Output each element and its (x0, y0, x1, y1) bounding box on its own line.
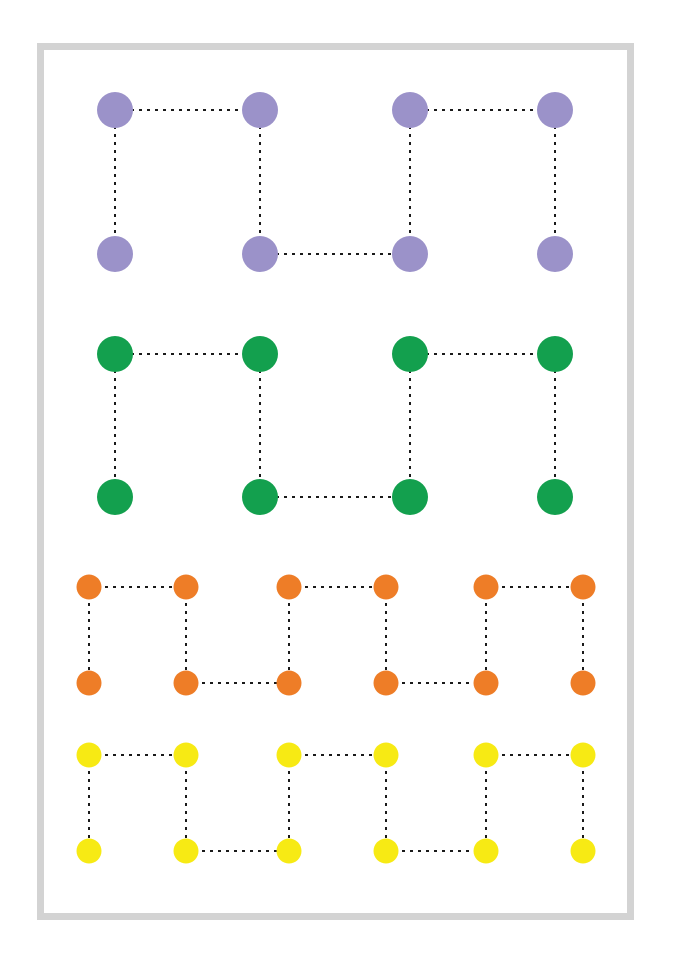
dot-yellow (473, 742, 499, 768)
dot-yellow (473, 838, 499, 864)
dot-green (537, 479, 573, 515)
dot-green (392, 479, 428, 515)
page-frame (37, 43, 634, 920)
dotted-path-purple (114, 109, 556, 255)
dotted-path-green (114, 353, 556, 498)
dotted-path-yellow (88, 754, 584, 852)
dot-orange (76, 574, 102, 600)
dotted-path-orange (88, 586, 584, 684)
dot-orange (570, 574, 596, 600)
dots-green (97, 336, 573, 515)
dot-orange (473, 574, 499, 600)
dot-green (242, 336, 278, 372)
dots-orange (76, 574, 596, 696)
dot-yellow (276, 742, 302, 768)
dot-row-purple (97, 92, 573, 272)
dot-green (392, 336, 428, 372)
dot-orange (276, 574, 302, 600)
dot-purple (392, 92, 428, 128)
dot-orange (473, 670, 499, 696)
dot-row-green (97, 336, 573, 515)
dot-yellow (373, 838, 399, 864)
dots-purple (97, 92, 573, 272)
dot-yellow (173, 742, 199, 768)
dot-orange (173, 574, 199, 600)
dot-yellow (276, 838, 302, 864)
dot-purple (242, 236, 278, 272)
dot-orange (76, 670, 102, 696)
dot-purple (97, 92, 133, 128)
dot-yellow (76, 742, 102, 768)
dot-yellow (570, 838, 596, 864)
dot-green (242, 479, 278, 515)
dot-purple (537, 236, 573, 272)
dot-yellow (373, 742, 399, 768)
dot-orange (276, 670, 302, 696)
dot-rows (76, 92, 596, 864)
dot-orange (373, 670, 399, 696)
dot-orange (570, 670, 596, 696)
dot-orange (373, 574, 399, 600)
dot-purple (392, 236, 428, 272)
dot-green (97, 479, 133, 515)
dot-yellow (173, 838, 199, 864)
dot-yellow (76, 838, 102, 864)
dot-yellow (570, 742, 596, 768)
dot-row-yellow (76, 742, 596, 864)
dot-green (537, 336, 573, 372)
dot-row-orange (76, 574, 596, 696)
dot-purple (537, 92, 573, 128)
dot-orange (173, 670, 199, 696)
dots-yellow (76, 742, 596, 864)
dot-purple (97, 236, 133, 272)
dot-purple (242, 92, 278, 128)
dot-green (97, 336, 133, 372)
